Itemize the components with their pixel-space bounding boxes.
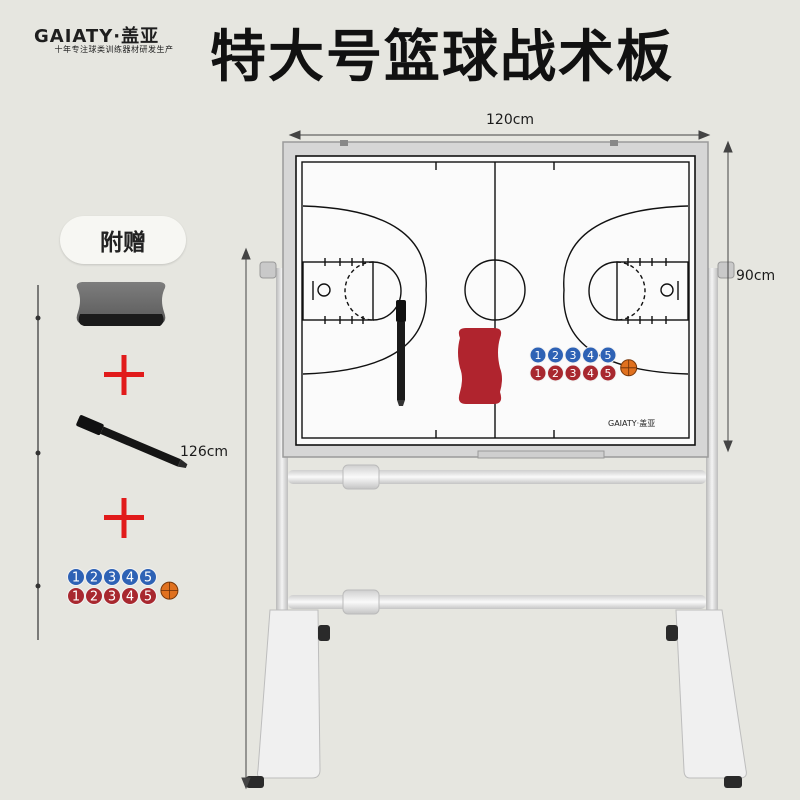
magnet-number: 1: [535, 367, 542, 380]
blue-magnet: [529, 346, 547, 364]
brand-logo: GAIATY·盖亚: [34, 26, 160, 47]
total-height-dimension: 126cm: [180, 444, 229, 460]
right-upright: [706, 268, 718, 694]
height-dimension: 90cm: [736, 268, 776, 284]
upper-crossbar: [288, 470, 706, 484]
magnet-number: 1: [72, 571, 80, 586]
blue-magnet: [103, 568, 121, 586]
magnet-number: 3: [108, 590, 116, 605]
width-dimension: 120cm: [486, 112, 535, 128]
blue-magnet: [121, 568, 139, 586]
caster-wheel: [666, 625, 678, 641]
magnet-number: 4: [587, 367, 594, 380]
product-headline: 特大号篮球战术板: [210, 25, 674, 90]
timeline-dot: [35, 450, 41, 456]
red-magnet: [85, 587, 103, 605]
magnet-number: 1: [535, 349, 542, 362]
gift-label: 附赠: [100, 230, 146, 256]
blue-magnet: [582, 346, 599, 364]
pivot-knob: [717, 261, 735, 279]
red-magnet: [582, 364, 599, 382]
accessory-timeline: [35, 285, 41, 640]
board-logo: GAIATY·盖亚: [608, 418, 655, 428]
red-magnet: [103, 587, 121, 605]
caster-wheel: [724, 776, 742, 788]
plus-sign: [104, 355, 144, 395]
red-magnet: [599, 364, 617, 382]
red-magnet: [121, 587, 139, 605]
blue-magnet: [564, 346, 582, 364]
pivot-knob: [259, 261, 277, 279]
left-foot: [257, 609, 321, 779]
blue-magnet: [85, 568, 103, 586]
red-magnet: [529, 364, 547, 382]
blue-magnet: [139, 568, 157, 586]
red-magnet: [139, 587, 157, 605]
eraser-on-board: [458, 328, 502, 404]
plus-sign: [104, 498, 144, 538]
magnet-number: 2: [90, 571, 98, 586]
magnet-number: 4: [126, 590, 134, 605]
magnet-number: 4: [587, 349, 594, 362]
basketball-seam: [620, 359, 637, 376]
magnet-number: 5: [144, 571, 152, 586]
magnet-number: 5: [605, 367, 612, 380]
gift-label-pill: 附赠: [60, 216, 186, 264]
timeline-dot: [35, 583, 41, 589]
caster-wheel: [246, 776, 264, 788]
magnet-number: 2: [90, 590, 98, 605]
red-magnet: [547, 364, 564, 382]
magnet-number: 2: [552, 367, 559, 380]
blue-magnet: [67, 568, 85, 586]
timeline-dot: [35, 315, 41, 321]
marker-on-board: [396, 300, 406, 406]
blue-magnet: [547, 346, 564, 364]
magnet-number: 5: [605, 349, 612, 362]
magnet-number: 5: [144, 590, 152, 605]
magnet-number: 3: [570, 367, 577, 380]
board-stand: [246, 261, 747, 788]
basketball-seam: [160, 582, 178, 600]
marker-accessory: [76, 415, 188, 468]
brand-tagline: 十年专注球类训练器材研发生产: [54, 45, 174, 54]
magnet-number: 3: [570, 349, 577, 362]
red-magnet: [67, 587, 85, 605]
caster-wheel: [318, 625, 330, 641]
magnet-number: 2: [552, 349, 559, 362]
dimension-arrows: [241, 130, 733, 790]
magnet-number: 3: [108, 571, 116, 586]
lower-crossbar: [288, 595, 706, 609]
right-foot: [675, 609, 747, 779]
blue-magnet: [599, 346, 617, 364]
magnet-number: 1: [72, 590, 80, 605]
eraser-accessory: [76, 282, 166, 326]
red-magnet: [564, 364, 582, 382]
magnet-number: 4: [126, 571, 134, 586]
